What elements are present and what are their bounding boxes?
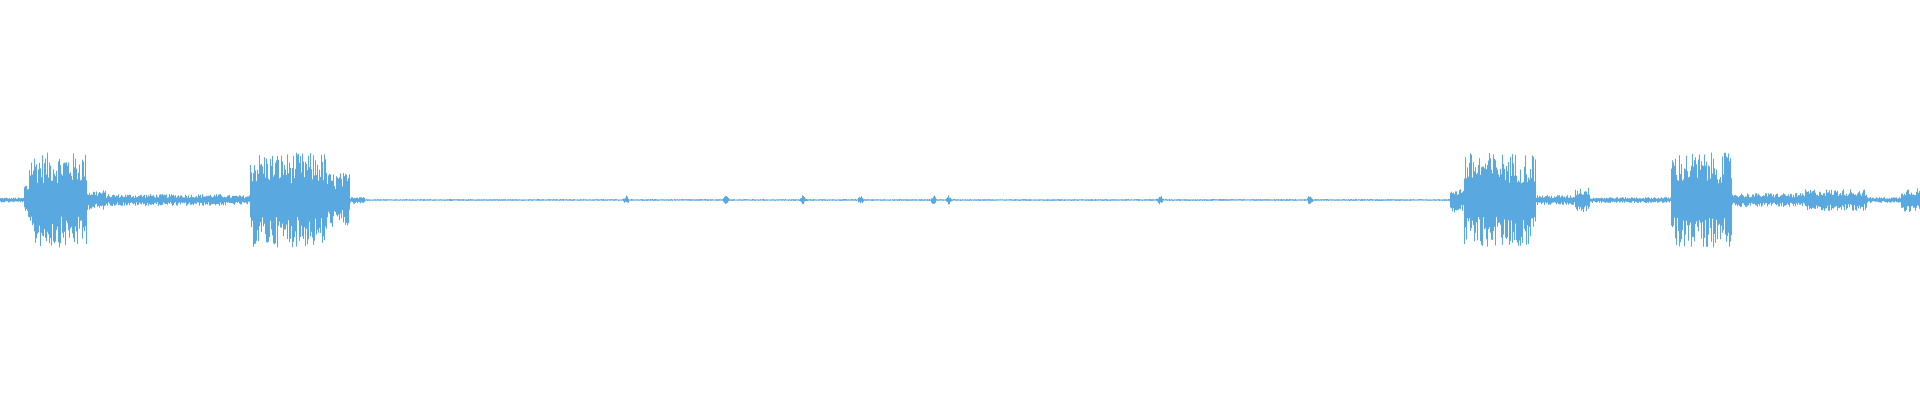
waveform-samples — [0, 152, 1920, 248]
